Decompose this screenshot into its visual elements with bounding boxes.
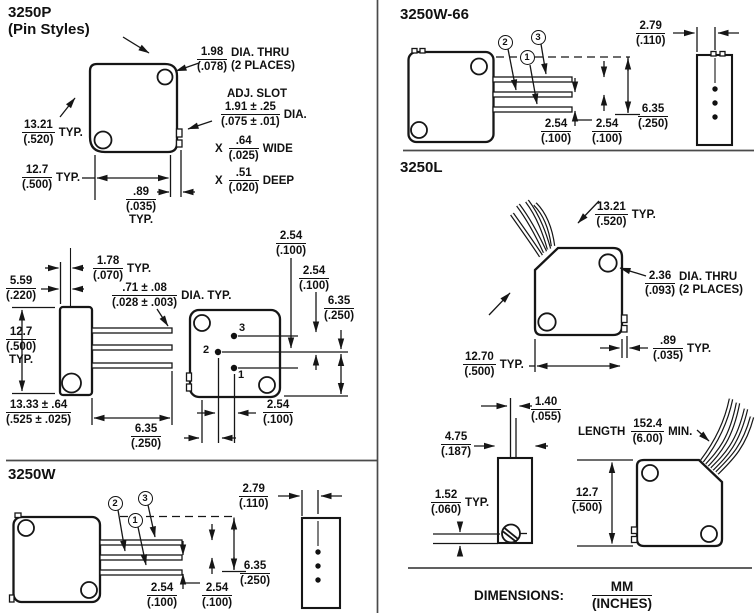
dim-p-slot-deep: X .51(.020) DEEP xyxy=(215,167,295,195)
3250l-side-view xyxy=(433,398,548,557)
dim-back-6-35: 6.35(.250) xyxy=(324,295,355,323)
dim-p-13-21: 13.21(.520) TYP. xyxy=(22,119,83,147)
dim-l-1-52: 1.52(.060) TYP. xyxy=(431,489,490,517)
dim-p-0-89: .89(.035) TYP. xyxy=(126,186,157,227)
dim-side-12-7: 12.7(.500) TYP. xyxy=(6,326,37,367)
dim-l-hole-dia: 2.36(.093) DIA. THRU(2 PLACES) xyxy=(645,270,743,298)
dimensions-note: DIMENSIONS: MM(INCHES) xyxy=(474,579,653,612)
dim-w-6-35: 6.35(.250) xyxy=(240,560,271,588)
dim-p-slot-wide: X .64(.025) WIDE xyxy=(215,135,293,163)
lead-callout-3: 3 xyxy=(137,490,153,506)
section-dividers xyxy=(6,0,754,613)
3250l-lead-view xyxy=(577,398,755,548)
lead-callout-2: 2 xyxy=(497,34,513,50)
lead-callout-3: 3 xyxy=(530,29,546,45)
dim-p-hole-dia: 1.98(.078) DIA. THRU(2 PLACES) xyxy=(197,46,295,74)
dim-back-2-54-b: 2.54(.100) xyxy=(299,265,330,293)
title-3250p: 3250P (Pin Styles) xyxy=(8,4,90,39)
lead-callout-2: 2 xyxy=(107,495,123,511)
dim-side-1-78: 1.78(.070) TYP. xyxy=(93,255,152,283)
title-3250l: 3250L xyxy=(400,159,443,176)
dim-w-2-54-a: 2.54(.100) xyxy=(147,582,178,610)
title-3250w: 3250W xyxy=(8,466,56,483)
lead-callout-1: 1 xyxy=(127,512,143,528)
dim-w66-2-54-b: 2.54(.100) xyxy=(592,118,623,146)
dim-side-pin-dia: .71 ± .08(.028 ± .003) DIA. TYP. xyxy=(112,282,232,310)
lead-callout-1: 1 xyxy=(519,49,535,65)
pin-label-1: 1 xyxy=(238,369,245,381)
dim-l-1-40: 1.40(.055) xyxy=(531,396,562,424)
dim-w66-2-79: 2.79(.110) xyxy=(636,20,666,48)
3250w-view xyxy=(8,490,342,610)
dim-l-0-89: .89(.035) TYP. xyxy=(653,335,712,363)
dim-side-6-35: 6.35(.250) xyxy=(131,423,162,451)
dim-l-4-75: 4.75(.187) xyxy=(441,431,472,459)
dim-side-13-33: 13.33 ± .64(.525 ± .025) xyxy=(6,399,72,427)
dim-l-12-7: 12.7(.500) xyxy=(572,487,603,515)
dim-w-2-79: 2.79(.110) xyxy=(239,483,269,511)
pin-label-2: 2 xyxy=(203,344,210,356)
3250p-side-view xyxy=(12,248,173,425)
dim-back-2-54-c: 2.54(.100) xyxy=(263,399,294,427)
3250p-front-view xyxy=(59,36,213,200)
label-adj-slot: ADJ. SLOT xyxy=(227,88,288,100)
dim-l-13-21: 13.21(.520) TYP. xyxy=(595,201,656,229)
dim-w-2-54-b: 2.54(.100) xyxy=(202,582,233,610)
3250w66-view xyxy=(407,27,739,147)
3250p-pin-view xyxy=(184,258,348,443)
dim-w66-2-54-a: 2.54(.100) xyxy=(541,118,572,146)
title-3250w66: 3250W-66 xyxy=(400,6,469,23)
dim-l-12-70: 12.70(.500) TYP. xyxy=(463,351,524,379)
dim-back-2-54-a: 2.54(.100) xyxy=(276,230,307,258)
dim-w66-6-35: 6.35(.250) xyxy=(638,103,669,131)
dim-p-slot-dia: 1.91 ± .25(.075 ± .01) DIA. xyxy=(221,101,307,129)
dim-l-length: LENGTH 152.4(6.00) MIN. xyxy=(578,418,693,446)
dim-p-12-7: 12.7(.500) TYP. xyxy=(22,164,81,192)
dim-side-5-59: 5.59(.220) xyxy=(6,275,37,303)
3250l-front-view xyxy=(488,199,648,372)
pin-label-3: 3 xyxy=(239,322,246,334)
